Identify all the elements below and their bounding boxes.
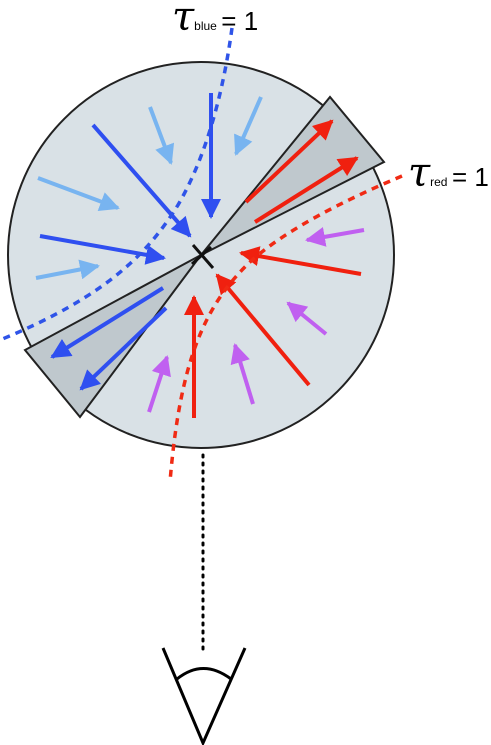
purple-arrows	[147, 227, 365, 413]
arrow-red-2	[253, 156, 359, 224]
arrow-purple-4	[230, 343, 255, 405]
arrow-purple-1	[305, 227, 365, 247]
arrow-blue-5	[79, 306, 168, 391]
arrow-light-blue-3	[37, 176, 120, 212]
arrow-light-blue-4	[35, 259, 100, 280]
red-arrows	[184, 119, 362, 418]
arrow-blue-1	[91, 123, 192, 238]
arrow-red-1	[244, 119, 334, 204]
eye-icon	[161, 647, 247, 745]
blue-tau-surface	[0, 27, 234, 342]
tau-blue-equals: = 1	[221, 6, 259, 36]
arrow-light-blue-1	[148, 106, 175, 165]
arrow-purple-3	[147, 355, 171, 413]
arrow-blue-3	[39, 234, 166, 265]
arrow-red-4	[215, 273, 311, 387]
arrow-blue-4	[50, 286, 165, 359]
tau-blue-subscript: blue	[194, 19, 217, 33]
light-blue-arrows	[35, 96, 263, 280]
tau-blue-label: τblue = 1	[172, 0, 258, 40]
blue-arrows	[39, 93, 221, 391]
upper-right-cone	[200, 95, 386, 256]
arrow-purple-2	[286, 301, 328, 336]
center-cross	[190, 244, 215, 269]
tau-red-equals: = 1	[451, 162, 489, 192]
tau-red-symbol: τ	[408, 150, 431, 196]
tau-red-label: τred = 1	[408, 150, 489, 196]
tau-blue-symbol: τ	[172, 0, 195, 40]
red-tau-surface	[168, 174, 403, 483]
arrow-light-blue-2	[234, 96, 263, 156]
tau-red-subscript: red	[430, 175, 448, 189]
arrow-red-3	[239, 246, 362, 276]
lower-left-cone	[23, 254, 202, 419]
